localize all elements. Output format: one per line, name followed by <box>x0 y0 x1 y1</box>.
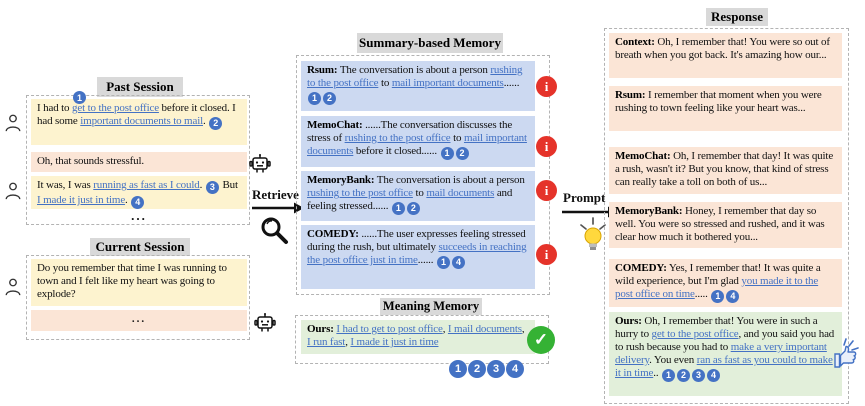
chat-message-ellipsis: ... <box>31 310 247 331</box>
step-badge: 4 <box>707 369 721 382</box>
magnifier-icon <box>258 214 290 246</box>
method-label: Rsum: <box>615 89 646 101</box>
highlighted-phrase: rushing to the post office <box>307 64 523 89</box>
step-badge: 2 <box>406 202 420 215</box>
step-badge: 1 <box>436 256 450 269</box>
chat-message: I had to get to the post office before i… <box>31 99 247 145</box>
method-label: Ours: <box>307 323 334 335</box>
step-badge: 4 <box>726 290 740 303</box>
robot-icon <box>254 312 276 334</box>
step-badge: 1 <box>73 91 86 104</box>
highlighted-phrase: get to the post office <box>72 102 159 114</box>
memory-entry-comedy: COMEDY: ......The user expresses feeling… <box>301 225 535 289</box>
error-info-icon: i <box>536 76 557 97</box>
step-badge: 2 <box>323 92 336 105</box>
highlighted-phrase: rushing to the post office <box>307 187 413 199</box>
error-info-icon: i <box>536 244 557 265</box>
step-badge: 2 <box>455 147 469 160</box>
method-label: MemoChat: <box>615 150 671 162</box>
user-icon <box>4 180 22 202</box>
highlighted-phrase: I had to get to post office <box>336 323 443 335</box>
thumbs-up-icon <box>832 336 862 370</box>
step-badge: 3 <box>692 369 706 382</box>
response-entry-ours: Ours: Oh, I remember that! You were in s… <box>609 312 842 396</box>
method-label: MemoryBank: <box>307 174 375 186</box>
highlighted-phrase: I made it just in time <box>350 336 439 348</box>
step-badge: 2 <box>468 360 486 378</box>
ellipsis-text: ... <box>131 208 147 223</box>
memory-entry-memorybank: MemoryBank: The conversation is about a … <box>301 171 535 221</box>
current-session-label: Current Session <box>90 238 190 256</box>
prompt-label: Prompt <box>563 190 606 205</box>
retrieve-label: Retrieve <box>252 187 299 202</box>
step-badge: 1 <box>440 147 454 160</box>
step-badge: 4 <box>451 256 465 269</box>
step-badge: 1 <box>711 290 725 303</box>
step-badge: 2 <box>209 117 223 130</box>
step-badge: 2 <box>677 369 691 382</box>
step-badge: 1 <box>308 92 321 105</box>
response-entry-rsum: Rsum: I remember that moment when you we… <box>609 86 842 131</box>
summary-memory-label: Summary-based Memory <box>357 33 503 53</box>
lightbulb-icon <box>576 214 610 254</box>
highlighted-phrase: rushing to the post office <box>344 132 451 144</box>
highlighted-phrase: mail documents <box>426 187 495 199</box>
response-panel <box>604 28 849 404</box>
highlighted-phrase: make a very important delivery <box>615 341 827 366</box>
past-session-panel <box>26 95 250 225</box>
highlighted-phrase: I made it just in time <box>37 194 126 206</box>
method-label: Ours: <box>615 315 642 327</box>
highlighted-phrase: succeeds in reaching the post office jus… <box>307 241 527 266</box>
memory-entry-ours: Ours: I had to get to post office, I mai… <box>301 320 535 354</box>
highlighted-phrase: important documents to mail <box>80 115 204 127</box>
method-label: Rsum: <box>307 64 338 76</box>
response-entry-comedy: COMEDY: Yes, I remember that! It was qui… <box>609 259 842 307</box>
memory-entry-memochat: MemoChat: ......The conversation discuss… <box>301 116 535 167</box>
step-badge: 1 <box>662 369 676 382</box>
method-label: Context: <box>615 36 655 48</box>
method-label: COMEDY: <box>307 228 359 240</box>
highlighted-phrase: mail important documents <box>391 77 504 89</box>
highlighted-phrase: I mail documents <box>447 323 522 335</box>
highlighted-phrase: you made it to the post office on time <box>615 275 819 300</box>
chat-message: It was, I was running as fast as I could… <box>31 176 247 209</box>
step-badge: 3 <box>487 360 505 378</box>
step-badge: 4 <box>131 196 145 209</box>
success-check-icon: ✓ <box>527 326 555 354</box>
method-label: COMEDY: <box>615 262 667 274</box>
response-entry-memorybank: MemoryBank: Honey, I remember that day s… <box>609 202 842 248</box>
response-label: Response <box>706 8 768 26</box>
robot-icon <box>249 153 271 175</box>
current-session-panel <box>26 255 250 340</box>
method-label: MemoryBank: <box>615 205 683 217</box>
response-entry-memochat: MemoChat: Oh, I remember that day! It wa… <box>609 147 842 194</box>
step-badge: 1 <box>391 202 405 215</box>
chat-message: Oh, that sounds stressful. <box>31 152 247 172</box>
meaning-memory-label: Meaning Memory <box>380 298 482 315</box>
step-badge: 1 <box>449 360 467 378</box>
memory-entry-rsum: Rsum: The conversation is about a person… <box>301 61 535 111</box>
error-info-icon: i <box>536 136 557 157</box>
method-label: MemoChat: <box>307 119 363 131</box>
summary-memory-panel <box>296 55 550 295</box>
highlighted-phrase: ran as fast as you could to make it in t… <box>615 354 833 379</box>
highlighted-phrase: I run fast <box>307 336 346 348</box>
user-icon <box>4 276 22 298</box>
past-session-label: Past Session <box>97 77 183 97</box>
step-badge: 3 <box>205 181 219 194</box>
highlighted-phrase: running as fast as I could <box>93 179 200 191</box>
highlighted-phrase: get to the post office <box>651 328 739 340</box>
chat-message: Do you remember that time I was running … <box>31 259 247 306</box>
response-entry-context: Context: Oh, I remember that! You were s… <box>609 33 842 78</box>
highlighted-phrase: mail important documents <box>307 132 527 157</box>
step-badge: 4 <box>506 360 524 378</box>
error-info-icon: i <box>536 180 557 201</box>
user-icon <box>4 112 22 134</box>
